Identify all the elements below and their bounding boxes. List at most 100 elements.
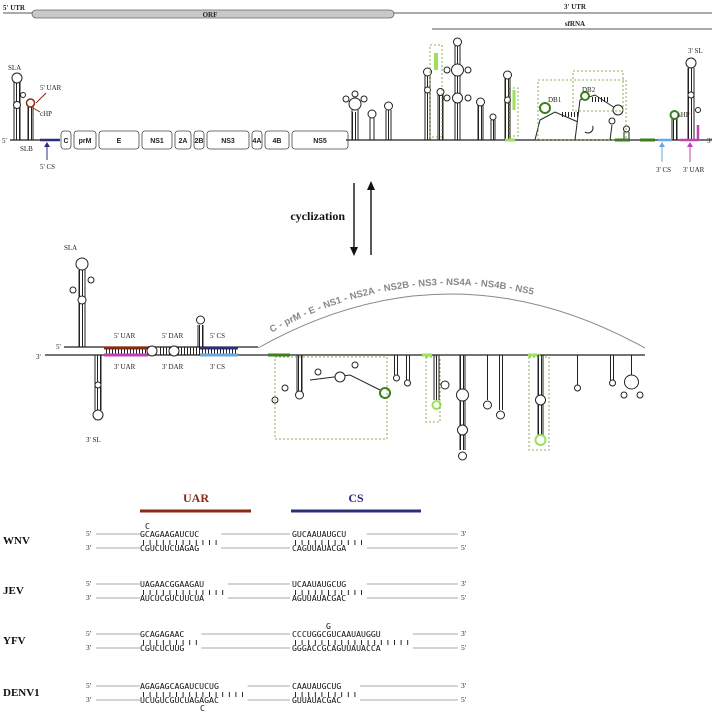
cs-bottom-seq: CAGUUAUACGA <box>292 543 346 553</box>
cs-bottom-seq: AGUUAUACGAC <box>292 593 346 603</box>
gene-label: 4A <box>253 138 262 145</box>
strand-end: 3' <box>86 695 92 704</box>
alignment-section: UAR CS WNV5'3'3'5'GCAGAAGAUCUCCGUCUUCUAG… <box>3 491 467 713</box>
strand-end: 5' <box>86 579 92 588</box>
genome-5prime-label: 5' <box>2 137 7 145</box>
pseudoknot-boxes <box>429 44 627 141</box>
uar-top-seq: GCAGAGAAC <box>140 629 184 639</box>
uar3-label: 3' UAR <box>683 166 705 174</box>
strand-end: 5' <box>461 593 467 602</box>
cyc-pseudoknot-boxes <box>274 356 550 451</box>
uar-bottom-seq: AUCUCGUCUUCUA <box>140 593 204 603</box>
uar-top-seq: UAGAACGGAAGAU <box>140 579 204 589</box>
cyc-sla-label: SLA <box>64 244 77 252</box>
cyclization-arrows: cyclization <box>290 181 375 256</box>
strand-end: 3' <box>461 579 467 588</box>
cyclization-label: cyclization <box>290 209 345 223</box>
strand-end: 5' <box>86 529 92 538</box>
uar-top-seq: GCAGAAGAUCUC <box>140 529 199 539</box>
cyc-dar5-label: 5' DAR <box>162 332 184 340</box>
gene-label: 2B <box>195 138 204 145</box>
gene-box-ns1: NS1 <box>141 130 173 150</box>
gene-label: prM <box>79 138 92 145</box>
cs-top-seq: GUCAAUAUGCU <box>292 529 346 539</box>
strand-end: 3' <box>461 529 467 538</box>
alignment-row-jev: JEV5'3'3'5'UAGAACGGAAGAUAUCUCGUCUUCUAUCA… <box>3 579 467 603</box>
sfrna-label: sfRNA <box>565 20 585 28</box>
cyc-uar3-label: 3' UAR <box>114 363 136 371</box>
arc-gene-1: - <box>277 320 285 331</box>
arc-gene-5: - <box>316 302 323 313</box>
arc-gene-10: NS2B <box>383 280 410 295</box>
arc-gene-text: C-prM-E-NS1-NS2A-NS2B-NS3-NS4A-NS4B-NS5 <box>268 277 536 335</box>
virus-name: JEV <box>3 585 24 597</box>
alignment-row-denv1: DENV1 5' 3' 3' 5' AGAGAGCAGAUCUCUG UCUGUCGUCUA… <box>3 681 467 713</box>
arc-gene-3: - <box>301 308 308 319</box>
strand-end: 3' <box>86 643 92 652</box>
arc-gene-9: - <box>377 284 382 295</box>
alignment-row-wnv: WNV 5' 3' 3' 5' GCAGAAGAUCUC CGUCUUCUAGAG GUCAA… <box>3 521 467 553</box>
strand-end: 3' <box>461 681 467 690</box>
uar-bottom-seq: CGUCUCUUG <box>140 643 184 653</box>
gene-box-ns5: NS5 <box>291 130 349 150</box>
arc-gene-16: NS4B <box>480 278 507 292</box>
arc-gene-15: - <box>474 278 478 289</box>
uar-header: UAR <box>183 491 209 505</box>
cyclized-genome: C-prM-E-NS1-NS2A-NS2B-NS3-NS4A-NS4B-NS5 … <box>36 244 646 461</box>
strand-end: 3' <box>86 543 92 552</box>
arc-gene-labels: C-prM-E-NS1-NS2A-NS2B-NS3-NS4A-NS4B-NS5 <box>268 277 536 335</box>
uar-bottom-seq: UCUGUCGUCUAGAGAC <box>140 695 219 705</box>
strand-end: 5' <box>461 543 467 552</box>
gene-label: C <box>63 138 68 145</box>
gene-label: NS1 <box>150 138 164 145</box>
cyc-5prime-label: 5' <box>56 343 61 351</box>
gene-label: E <box>117 138 122 145</box>
cyc-utr3-structures <box>271 355 644 461</box>
cs-bottom-seq: GUUAUACGAC <box>292 695 341 705</box>
strand-end: 5' <box>86 681 92 690</box>
alignment-row-yfv: YFV5'3'3'5'GCAGAGAACCGUCUCUUGCCCUGGCGUCA… <box>3 621 467 653</box>
cs-top-seq: UCAAUAUGCUG <box>292 579 346 589</box>
bulge-top: C <box>145 521 150 531</box>
sla-label: SLA <box>8 64 21 72</box>
gene-box-c: C <box>60 130 72 150</box>
cyc-sl3-label: 3' SL <box>86 436 101 444</box>
db2-label: DB2 <box>582 86 596 94</box>
gene-label: NS5 <box>313 138 327 145</box>
gene-box-4a: 4A <box>251 130 263 150</box>
uar-bottom-seq: CGUCUUCUAGAG <box>140 543 199 553</box>
arc-gene-17: - <box>508 282 513 293</box>
utr5-label: 5' UTR <box>3 4 26 12</box>
orf-label: ORF <box>203 11 218 19</box>
alignment-rows: WNV 5' 3' 3' 5' GCAGAAGAUCUC CGUCUUCUAGAG GUCAA… <box>3 521 467 713</box>
cs-top-seq: CCCUGGCGUCAAUAUGGU <box>292 629 381 639</box>
strand-end: 5' <box>461 695 467 704</box>
virus-name: WNV <box>3 535 30 547</box>
cs5-label: 5' CS <box>40 163 55 171</box>
arc-gene-13: - <box>440 277 443 288</box>
genome-3prime-label: 3' <box>707 137 712 145</box>
chp-label: cHP <box>40 110 52 118</box>
slb-label: SLB <box>20 145 33 153</box>
gene-box-4b: 4B <box>264 130 290 150</box>
cyc-dar3-label: 3' DAR <box>162 363 184 371</box>
orf-bar <box>31 9 395 19</box>
shp-label: sHP <box>678 111 690 119</box>
gene-label: NS3 <box>221 138 235 145</box>
arc-gene-4: E <box>307 305 317 318</box>
top-bar-section: 5' UTR ORF 3' UTR sfRNA <box>3 3 712 30</box>
uar5-top-label: 5' UAR <box>40 84 62 92</box>
strand-end: 5' <box>86 629 92 638</box>
arc-gene-18: NS5 <box>514 283 535 298</box>
gene-label: 2A <box>179 138 188 145</box>
gene-box-e: E <box>98 130 140 150</box>
uar-top-seq: AGAGAGCAGAUCUCUG <box>140 681 219 691</box>
arc-gene-14: NS4A <box>446 277 472 289</box>
cs-top-seq: CAAUAUGCUG <box>292 681 341 691</box>
cyc-cs5-label: 5' CS <box>210 332 225 340</box>
strand-end: 5' <box>461 643 467 652</box>
virus-name: DENV1 <box>3 687 40 699</box>
